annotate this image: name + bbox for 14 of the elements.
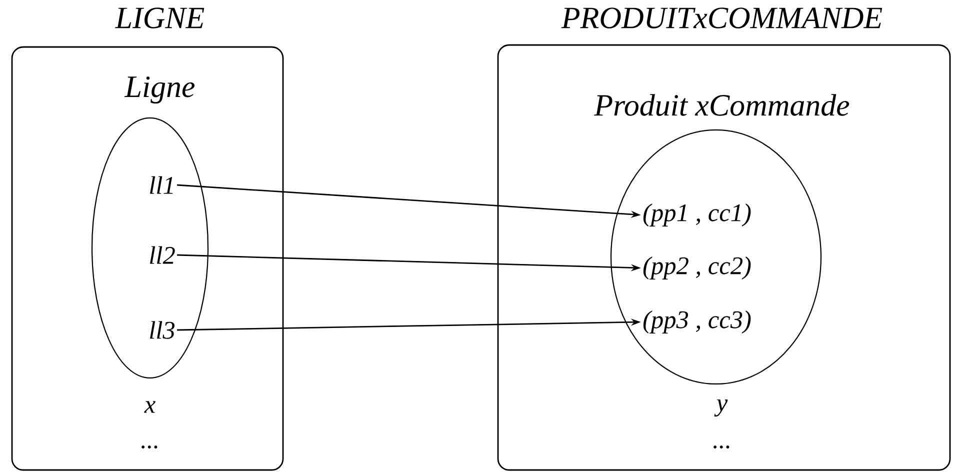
- set-title: LIGNE: [114, 8, 204, 28]
- ellipsis: ...: [714, 446, 730, 448]
- ellipsis: ...: [142, 446, 158, 448]
- element-label: x: [144, 401, 156, 413]
- set-title: PRODUITxCOMMANDE: [561, 8, 882, 28]
- element-label: ll3: [150, 321, 174, 339]
- element-label: (pp3 , cc3): [643, 310, 751, 334]
- element-label: y: [714, 399, 728, 417]
- element-label: (pp2 , cc2): [643, 256, 751, 280]
- element-label: (pp1 , cc1): [643, 204, 751, 226]
- set-name: Ligne: [124, 76, 195, 104]
- element-label: ll2: [150, 246, 175, 264]
- element-label: ll1: [150, 176, 173, 194]
- set-name: Produit xCommande: [594, 94, 850, 116]
